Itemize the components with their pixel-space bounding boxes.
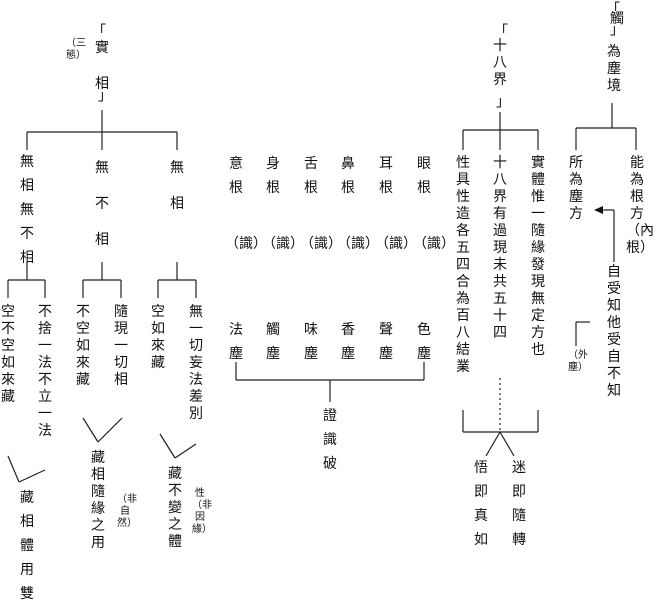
dust-4: 觸塵	[266, 322, 280, 362]
col1-left: 空如來藏	[151, 304, 165, 371]
arrow-head	[594, 206, 603, 214]
bracket-open: 「	[606, 2, 620, 18]
root-2: 鼻根	[341, 156, 355, 196]
dust-2: 香塵	[341, 322, 355, 362]
touch-left: 所為塵方	[569, 155, 583, 222]
bracket-open: 「	[494, 24, 508, 40]
col3-bottom: 藏相體用雙彰	[20, 490, 34, 602]
eighteen-bottom-left: 悟即真如	[474, 460, 488, 548]
col1-top: 無相	[170, 160, 184, 212]
col2-bottom: 藏相隨緣之用	[91, 450, 105, 551]
consciousness-2: （識）	[337, 236, 379, 252]
col1-right: 無一切妄法差別	[189, 304, 203, 422]
bracket-open: 「	[92, 24, 106, 40]
consciousness-0: （識）	[413, 236, 455, 252]
root-0: 眼根	[417, 156, 431, 196]
root-4: 身根	[266, 156, 280, 196]
col1-bottom: 藏不變之體	[168, 466, 182, 550]
line	[97, 417, 123, 443]
line	[159, 433, 176, 459]
bracket-close: 」	[98, 88, 112, 104]
eighteen-branch-b: 十八界有過現未共五十四	[493, 155, 507, 341]
real-title: 實相	[95, 40, 109, 92]
touch-mid-note: （外塵）	[568, 350, 588, 373]
root-5: 意根	[229, 156, 243, 196]
line	[82, 417, 99, 443]
eighteen-branch-a: 性具性造各五四合為百八結業	[456, 155, 470, 375]
line	[485, 431, 501, 457]
touch-right: 能為根方（內根）	[626, 155, 654, 256]
col2-top: 無不相	[95, 160, 109, 248]
line	[499, 431, 515, 457]
line	[174, 443, 197, 459]
dust-0: 色塵	[417, 322, 431, 362]
col2-right: 隨現一切相	[114, 304, 128, 388]
eighteen-branch-c: 實體惟一隨緣發現無定方也	[531, 155, 545, 358]
line	[18, 469, 46, 483]
senses-bottom: 證識破	[323, 408, 337, 472]
root-1: 耳根	[379, 156, 393, 196]
line	[7, 455, 20, 483]
touch-subtitle: 為塵境	[607, 44, 621, 94]
touch-title: 觸	[610, 11, 624, 27]
col1-note: 性（非因緣）	[192, 488, 212, 535]
real-note: （三態）	[66, 38, 86, 61]
consciousness-3: （識）	[300, 236, 342, 252]
consciousness-4: （識）	[262, 236, 304, 252]
consciousness-5: （識）	[225, 236, 267, 252]
root-3: 舌根	[304, 156, 318, 196]
touch-mid: 自受知他受自不知	[607, 264, 621, 399]
bracket-close: 」	[610, 22, 624, 38]
col2-left: 不空如來藏	[76, 304, 90, 388]
dust-5: 法塵	[229, 322, 243, 362]
eighteen-title: 十八界	[493, 38, 507, 88]
bracket-close: 」	[496, 94, 510, 110]
col3-top: 無相無不相	[20, 154, 34, 266]
col3-left: 空不空如來藏	[1, 304, 15, 405]
dust-3: 味塵	[304, 322, 318, 362]
consciousness-1: （識）	[375, 236, 417, 252]
col3-right: 不捨一法不立一法	[38, 304, 52, 439]
col2-note: （非自然）	[117, 494, 137, 529]
eighteen-bottom-right: 迷即隨轉	[512, 460, 526, 548]
dust-1: 聲塵	[379, 322, 393, 362]
